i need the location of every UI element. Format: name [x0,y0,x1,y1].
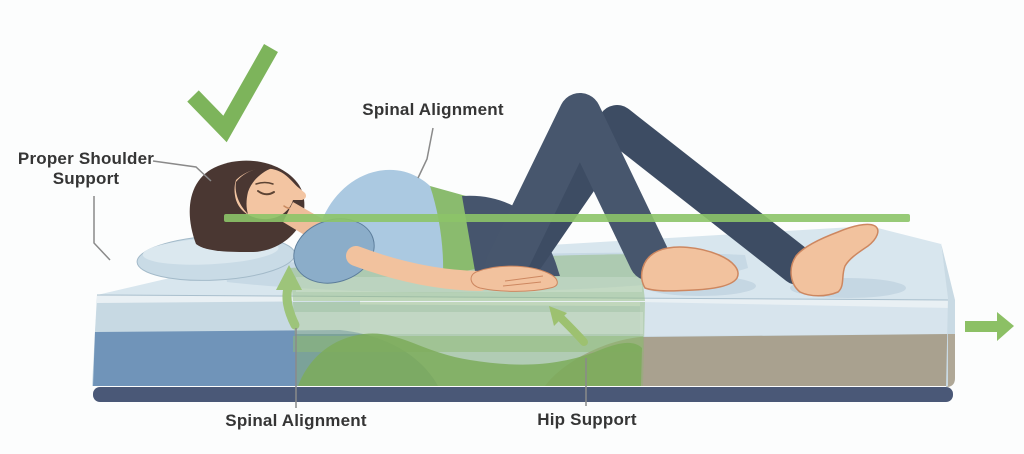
person-eye [257,190,275,196]
person-fringe [235,167,272,214]
right-arrow-shaft [965,321,998,332]
person-forearm [346,246,490,291]
up-arrow-middle-head [549,306,567,326]
up-arrow-left-head [276,265,302,290]
hip-zone-light-band [295,312,643,334]
mattress-right-side-tan [946,334,955,387]
checkmark-icon [187,44,278,143]
up-arrow-left-icon [276,265,302,330]
person-far-foot [790,223,879,297]
up-arrow-middle-icon [549,306,588,346]
leader-shoulder-right [152,160,212,182]
right-arrow-head [997,312,1014,341]
leader-spinal-top [417,127,434,179]
label-spinal-alignment-top: Spinal Alignment [362,100,504,119]
spinal-alignment-line [224,214,910,222]
front-face-right-band [640,302,949,336]
label-spinal-alignment-bottom: Spinal Alignment [225,411,367,430]
label-proper-shoulder-support: Proper Shoulder Support [17,149,155,188]
annotations [187,44,1014,346]
person-fingers [502,275,544,287]
up-arrow-middle-stem [558,315,588,346]
person-near-foot [641,246,739,292]
mattress-tan-layer [545,334,951,386]
label-hip-support: Hip Support [537,410,637,429]
leader-lines [93,127,587,408]
leader-shoulder-down [93,196,111,261]
right-arrow-icon [965,312,1014,341]
mattress-base [93,387,953,402]
person-eyebrow [255,181,274,185]
up-arrow-left-stem [282,283,300,330]
person-hand [470,265,558,292]
hip-zone-deep-bowl [298,333,642,386]
